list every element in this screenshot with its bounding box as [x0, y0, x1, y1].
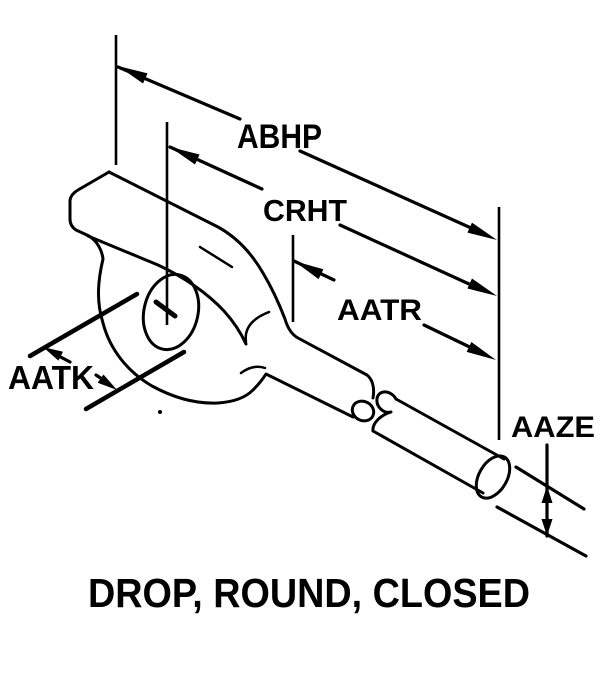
dimension-aatr: AATR: [292, 259, 496, 360]
dim-label-aatk: AATK: [8, 359, 94, 396]
boss-fillet-arc-small: [239, 365, 267, 375]
abhp-arrowhead-left-icon: [118, 66, 148, 84]
part-left-and-boss-outline: [68, 170, 355, 419]
dimension-aaze: AAZE: [495, 411, 595, 558]
abhp-dim-line-right: [298, 149, 482, 234]
aatk-arrowhead-lower-icon: [97, 374, 117, 390]
aatr-arrowhead-left-icon: [294, 261, 324, 280]
dim-label-aatr: AATR: [337, 294, 422, 327]
eye-hole-ellipse: [141, 272, 201, 352]
aatr-arrowhead-right-icon: [466, 342, 496, 360]
crht-arrowhead-left-icon: [170, 147, 200, 165]
eye-center-tick: [153, 299, 178, 319]
dimension-aatk: AATK: [8, 291, 187, 412]
aatk-arrowhead-upper-icon: [43, 347, 63, 361]
dimension-crht: CRHT: [168, 145, 497, 296]
aatk-extension-line-lower: [83, 349, 187, 412]
part-drawing: [68, 170, 512, 500]
neck-face-edge: [198, 245, 234, 269]
figure-caption: DROP, ROUND, CLOSED: [88, 570, 530, 616]
extension-lines: [114, 35, 501, 440]
aaze-extension-line-lower: [495, 505, 588, 558]
cylinder-end-face-ellipse: [474, 454, 512, 500]
abhp-arrowhead-right-icon: [467, 222, 497, 240]
aaze-extension-line-upper: [514, 465, 586, 511]
aaze-arrowhead-down-icon: [541, 519, 553, 536]
shank-break-end-ellipse: [350, 399, 376, 423]
dim-label-crht: CRHT: [263, 193, 347, 228]
part-top-edge: [107, 170, 376, 400]
crht-arrowhead-right-icon: [467, 278, 497, 296]
crht-dim-line-right: [338, 223, 482, 291]
dimension-abhp: ABHP: [116, 65, 497, 240]
cylinder-top-edge: [394, 397, 506, 461]
part-inner-neck-edge: [86, 234, 248, 346]
boss-fillet-arc: [244, 310, 271, 344]
dim-label-aaze: AAZE: [511, 411, 595, 444]
aaze-arrowhead-up-icon: [541, 486, 553, 503]
cylinder-bottom-edge: [371, 429, 485, 495]
aatk-extension-line-upper: [27, 291, 140, 359]
ink-dot: [158, 410, 162, 414]
shank-break-curl: [371, 390, 398, 433]
dim-label-abhp: ABHP: [237, 118, 322, 156]
